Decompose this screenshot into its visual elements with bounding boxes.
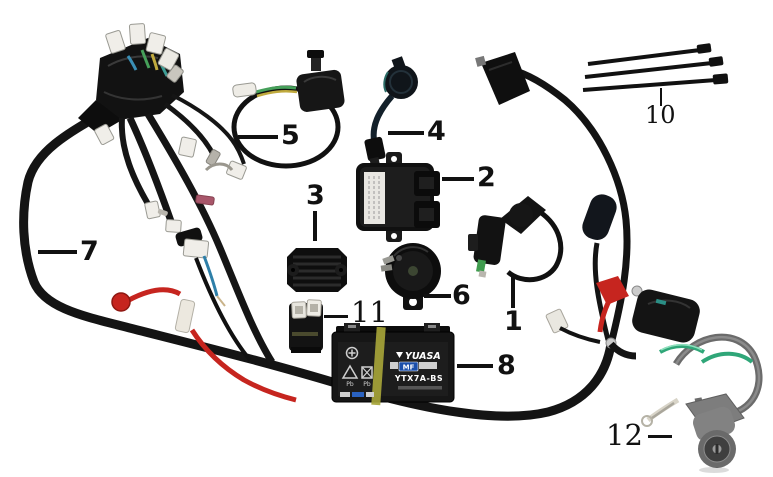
ignition-key-switch	[641, 333, 763, 473]
plus-terminal-icon	[348, 349, 356, 357]
key	[641, 415, 653, 427]
svg-text:MF: MF	[403, 364, 415, 372]
svg-text:Pb: Pb	[346, 381, 354, 388]
callout-6: 6	[452, 280, 471, 311]
no-trash-pb-icon	[361, 366, 373, 379]
spark-plug-cap	[582, 194, 617, 241]
leader-line-8	[457, 364, 493, 368]
leader-line-10	[660, 88, 662, 106]
leader-line-11	[324, 315, 348, 318]
svg-text:Pb: Pb	[363, 381, 371, 388]
harness-connectors	[94, 23, 247, 259]
battery: Pb Pb YUASA MF YTX7A-BS	[331, 323, 455, 406]
harness-right-branch	[475, 52, 700, 360]
leader-line-12	[648, 435, 672, 438]
inline-fuse-holder	[174, 298, 196, 334]
cable-ties	[582, 43, 729, 92]
fuse-lead	[111, 287, 297, 403]
wiring-harness	[19, 23, 616, 421]
ignition-coil-1	[468, 196, 564, 283]
leader-line-4	[388, 131, 424, 135]
leader-line-2	[442, 177, 474, 181]
leader-line-6	[424, 294, 451, 298]
callout-11: 11	[351, 295, 388, 329]
red-terminal-boot	[596, 276, 629, 305]
callout-5: 5	[281, 120, 300, 151]
callout-4: 4	[427, 116, 446, 147]
horn	[380, 243, 441, 310]
tape-strip	[371, 326, 386, 406]
svg-text:YUASA: YUASA	[405, 351, 441, 362]
pickup-sensor	[364, 56, 418, 166]
callout-8: 8	[497, 350, 516, 381]
leader-line-1	[511, 276, 515, 308]
svg-text:YTX7A-BS: YTX7A-BS	[394, 374, 443, 383]
regulator-rectifier	[287, 248, 347, 292]
callout-10: 10	[645, 101, 676, 129]
recycle-pb-icon	[341, 364, 359, 379]
connector-boot	[632, 289, 700, 343]
callout-7: 7	[80, 236, 99, 267]
leader-line-3	[313, 211, 317, 241]
ignition-coil-5	[231, 50, 345, 169]
callout-12: 12	[606, 418, 643, 452]
leader-line-7	[38, 250, 77, 254]
battery-label: YUASA MF YTX7A-BS	[390, 351, 443, 390]
callout-2: 2	[477, 162, 496, 193]
battery-symbols: Pb Pb	[341, 346, 373, 388]
callout-3: 3	[306, 180, 325, 211]
callout-1: 1	[504, 306, 523, 337]
flasher-relay	[289, 299, 323, 353]
leader-line-5	[238, 135, 278, 139]
cdi-unit	[356, 152, 440, 242]
